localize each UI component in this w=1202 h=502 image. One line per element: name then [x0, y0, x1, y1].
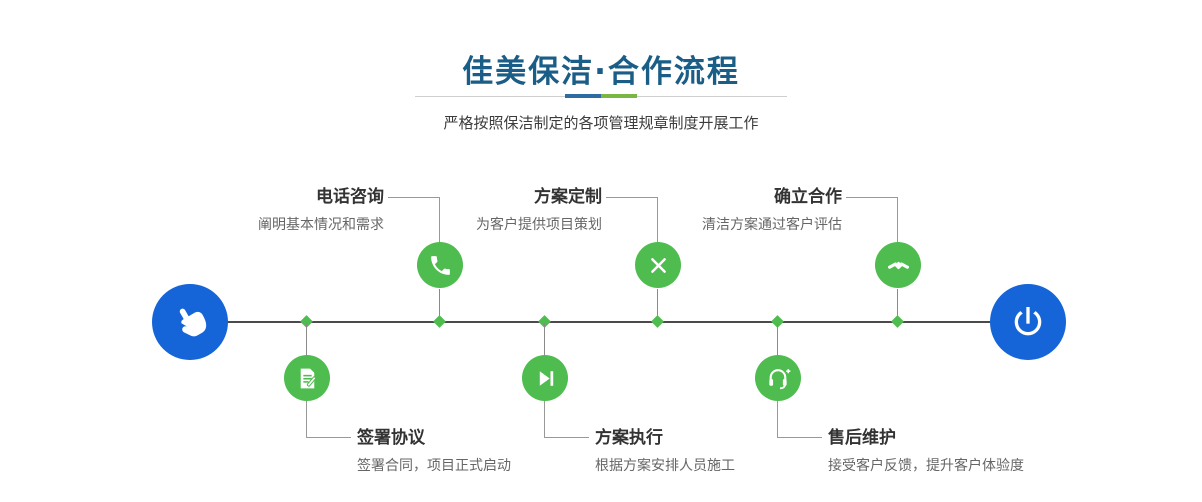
step-text: 确立合作 清洁方案通过客户评估	[702, 186, 842, 234]
step-desc: 清洁方案通过客户评估	[702, 217, 842, 233]
handshake-icon	[887, 261, 909, 269]
section-title: 佳美保洁·合作流程	[462, 54, 740, 90]
step-text: 售后维护 接受客户反馈，提升客户体验度	[828, 427, 1024, 475]
step-node	[417, 242, 463, 288]
stem-line	[439, 289, 440, 321]
timeline-line	[190, 321, 1028, 323]
step-text: 方案执行 根据方案安排人员施工	[595, 427, 735, 475]
stem-line	[897, 289, 898, 321]
stem-line	[544, 323, 545, 355]
step-node	[755, 355, 801, 401]
step-desc: 根据方案安排人员施工	[595, 458, 735, 474]
connector-line	[897, 197, 898, 243]
play-icon	[539, 370, 553, 386]
step-text: 签署协议 签署合同，项目正式启动	[357, 427, 511, 475]
connector-line	[439, 197, 440, 243]
stem-line	[306, 323, 307, 355]
step-desc: 签署合同，项目正式启动	[357, 458, 511, 474]
connector-line	[777, 401, 778, 438]
connector-line	[778, 437, 822, 438]
step-desc: 接受客户反馈，提升客户体验度	[828, 458, 1024, 474]
step-node	[284, 355, 330, 401]
step-desc: 为客户提供项目策划	[476, 217, 602, 233]
phone-icon	[430, 255, 450, 275]
step-title: 电话咨询	[316, 187, 384, 207]
design-tools-icon	[650, 257, 666, 273]
underline-accent-blue	[565, 94, 601, 98]
step-node	[635, 242, 681, 288]
underline-accent-green	[601, 94, 637, 98]
connector-line	[545, 437, 589, 438]
power-icon	[1014, 307, 1042, 336]
step-node	[522, 355, 568, 401]
timeline-start-node	[152, 284, 228, 360]
connector-line	[606, 197, 658, 198]
stem-line	[657, 289, 658, 321]
stem-line	[777, 323, 778, 355]
connector-line	[657, 197, 658, 243]
section-subtitle: 严格按照保洁制定的各项管理规章制度开展工作	[443, 114, 759, 132]
title-underline-accent	[565, 94, 637, 98]
connector-line	[388, 197, 440, 198]
connector-line	[544, 401, 545, 438]
step-node	[875, 242, 921, 288]
headset-plus-icon	[768, 368, 790, 389]
step-title: 签署协议	[357, 428, 425, 448]
step-text: 电话咨询 阐明基本情况和需求	[258, 186, 384, 234]
contract-icon	[300, 368, 316, 388]
step-desc: 阐明基本情况和需求	[258, 217, 384, 233]
connector-line	[306, 401, 307, 438]
step-title: 方案执行	[595, 428, 663, 448]
connector-line	[307, 437, 351, 438]
timeline-end-node	[990, 284, 1066, 360]
step-text: 方案定制 为客户提供项目策划	[476, 186, 602, 234]
step-title: 售后维护	[828, 428, 896, 448]
step-title: 确立合作	[774, 187, 842, 207]
connector-line	[846, 197, 898, 198]
step-title: 方案定制	[534, 187, 602, 207]
hand-pointer-icon	[179, 308, 207, 337]
